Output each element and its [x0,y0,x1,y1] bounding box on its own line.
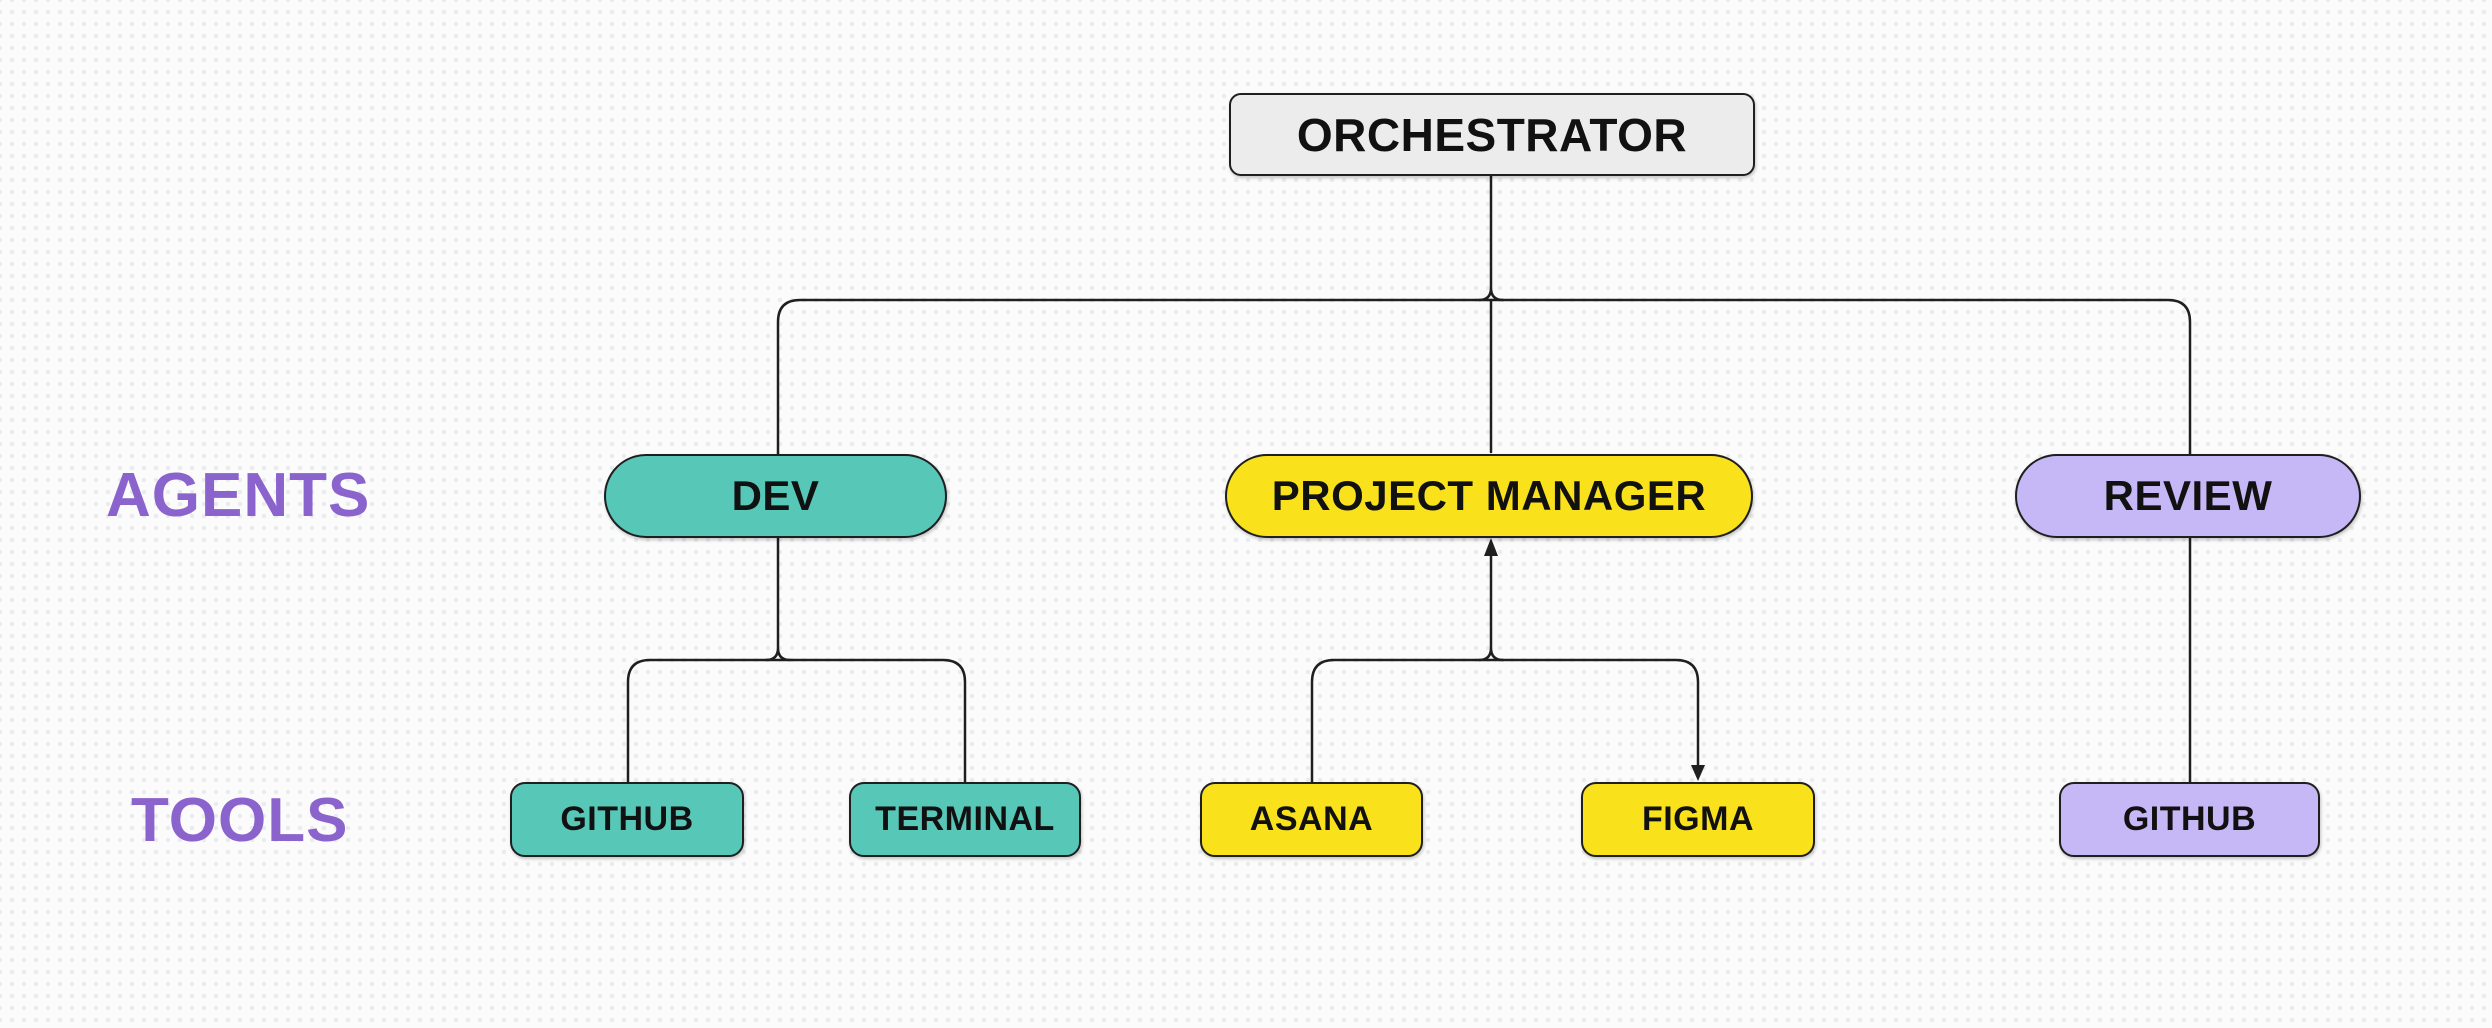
arrowhead-into-project-manager [1484,538,1498,556]
edge-dev-tools-rail [626,658,967,792]
node-tool-asana-label: ASANA [1249,800,1374,838]
node-tool-terminal-label: TERMINAL [875,800,1055,838]
node-orchestrator-label: ORCHESTRATOR [1296,108,1688,161]
node-tool-figma-label: FIGMA [1641,800,1755,838]
row-label-tools: TOOLS [131,786,349,855]
node-orchestrator: ORCHESTRATOR [1229,93,1755,176]
node-agent-project-manager: PROJECT MANAGER [1225,454,1753,538]
node-tool-asana: ASANA [1200,782,1423,857]
node-tool-github-review-label: GITHUB [2122,800,2257,838]
arrowhead-into-figma [1691,765,1705,781]
edge-pm-stem [1477,552,1505,662]
node-tool-github-review: GITHUB [2059,782,2320,857]
row-label-agents: AGENTS [106,461,371,530]
node-tool-terminal: TERMINAL [849,782,1081,857]
node-agent-project-manager-label: PROJECT MANAGER [1271,472,1707,519]
edge-dev-stem [764,534,792,662]
edge-agents-rail [776,298,2192,462]
edge-orchestrator-stem [1477,170,1505,302]
node-agent-review-label: REVIEW [2103,472,2273,519]
node-agent-dev: DEV [604,454,947,538]
node-agent-review: REVIEW [2015,454,2361,538]
node-tool-github-dev: GITHUB [510,782,744,857]
node-tool-github-dev-label: GITHUB [560,800,694,838]
edge-pm-tools-rail [1310,658,1700,792]
node-agent-dev-label: DEV [731,472,820,519]
node-tool-figma: FIGMA [1581,782,1815,857]
